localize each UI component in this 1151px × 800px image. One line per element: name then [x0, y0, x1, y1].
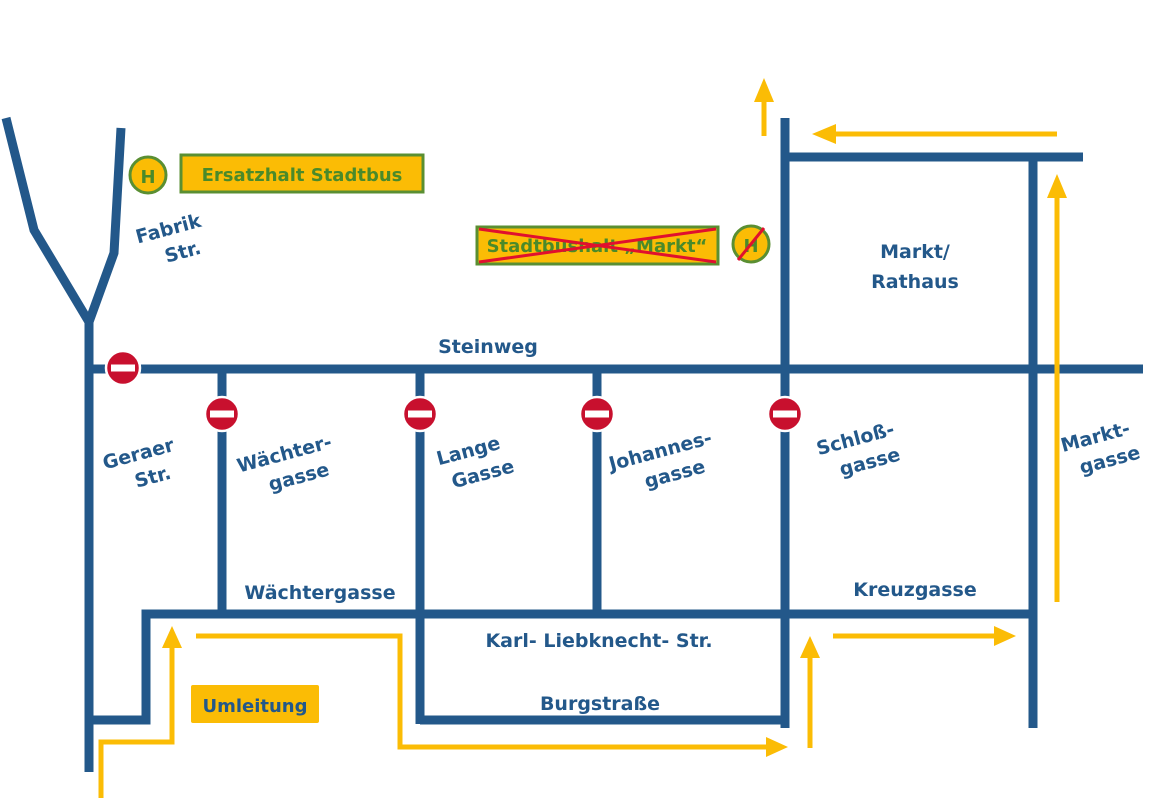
detour-line-left: [98, 645, 175, 798]
detour-route: [98, 100, 1060, 798]
no-entry-sign-icon: [401, 395, 439, 433]
label-lange-gasse: Lange Gasse: [434, 432, 516, 493]
detour-legend: Umleitung: [191, 685, 319, 723]
detour-line-bottom: [196, 633, 768, 750]
label-rathaus: Rathaus: [871, 271, 959, 293]
no-entry-sign-icon: [203, 395, 241, 433]
street-labels: Fabrik Str. Steinweg Markt/ Rathaus Gera…: [100, 210, 1142, 715]
label-johannesgasse: Johannes- gasse: [605, 427, 715, 493]
detour-arrows: [162, 78, 1067, 757]
label-waechtergasse-vertical: Wächter- gasse: [235, 431, 335, 496]
cancelled-bus-stop: Stadtbushalt „Markt“ H: [475, 224, 771, 266]
label-geraer-str: Geraer Str.: [100, 434, 177, 493]
replacement-bus-stop: H Ersatzhalt Stadtbus: [128, 153, 425, 195]
label-kreuzgasse: Kreuzgasse: [853, 579, 977, 601]
street-label: Str.: [132, 462, 173, 493]
arrow-icon: [162, 626, 182, 648]
arrow-icon: [812, 124, 836, 144]
label-burgstrasse: Burgstraße: [540, 693, 660, 715]
strike-line: [736, 227, 766, 261]
label-schlossgasse: Schloß- gasse: [814, 418, 903, 481]
no-entry-sign-icon: [766, 395, 804, 433]
stop-symbol: H: [140, 167, 155, 188]
label-karl-liebknecht: Karl- Liebknecht- Str.: [485, 630, 712, 652]
label-fabrik-str: Fabrik Str.: [133, 210, 204, 268]
no-entry-sign-icon: [104, 349, 142, 387]
street-waechtergasse-kreuzgasse: [89, 609, 1033, 725]
street-label: Str.: [162, 237, 203, 268]
arrow-icon: [800, 636, 820, 658]
arrow-icon: [994, 626, 1016, 646]
no-entry-signs: [104, 349, 804, 433]
detour-label: Umleitung: [202, 696, 307, 717]
arrow-icon: [766, 737, 788, 757]
detour-label-box: [191, 685, 319, 723]
label-waechtergasse: Wächtergasse: [244, 582, 395, 604]
label-marktgasse: Markt- gasse: [1058, 417, 1142, 478]
bus-stop-h-icon: H: [128, 155, 168, 195]
label-steinweg: Steinweg: [438, 336, 538, 358]
bus-stop-h-icon: H: [731, 224, 771, 264]
street-fabrik-left: [1, 116, 93, 325]
no-entry-sign-icon: [578, 395, 616, 433]
label-markt: Markt/: [880, 241, 950, 263]
replacement-stop-sign: [179, 153, 425, 194]
arrow-icon: [1047, 174, 1067, 198]
arrow-icon: [754, 78, 774, 102]
strike-line: [478, 227, 717, 264]
street-fabrik-right: [84, 127, 126, 324]
replacement-stop-label: Ersatzhalt Stadtbus: [202, 165, 403, 186]
